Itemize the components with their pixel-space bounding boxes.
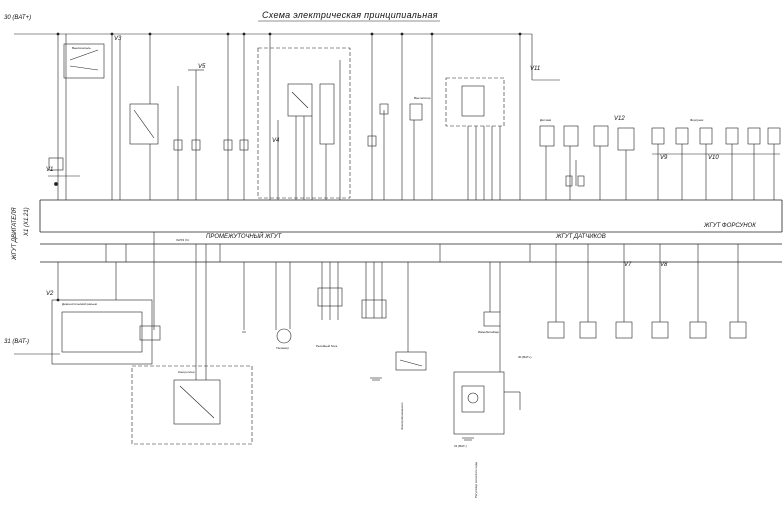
injectors-group-label: Форсунки [690,118,704,122]
connector-main-label: X1 (X1.21) [24,207,30,236]
battery-negative-label: 31 (BAT-) [4,339,30,345]
harness-sensors-label: ЖГУТ ДАТЧИКОВ [556,234,606,240]
node-v11-label: V11 [530,66,541,72]
tachometer-label: Тахометр [276,346,290,350]
ignition-switch-label: Выключатель [72,46,91,50]
sensors-group-label: Датчики [540,118,552,122]
connector-aux-label: X2/X3 X4 [176,238,189,242]
node-v4-label: V4 [272,138,280,144]
harness-engine-label: ЖГУТ ДВИГАТЕЛЯ [12,207,18,260]
bat-plus-small-label: 30 (BAT+) [518,355,532,359]
node-v3-label: V3 [114,36,122,42]
node-v1-label: V1 [46,167,54,173]
diagnostic-connector-label: Диагностический разъем [62,302,97,306]
ecu-label: Контроллер [178,370,195,374]
node-v7-label: V7 [624,262,632,268]
diagram-title: Схема электрическая принципиальная [262,10,438,20]
harness-injectors-label: ЖГУТ ФОРСУНОК [704,223,756,229]
node-v10-label: V10 [708,155,719,161]
node-v8-label: V8 [660,262,668,268]
harness-intermediate-label: ПРОМЕЖУТОЧНЫЙ ЖГУТ [206,234,282,240]
relay-block-label: Релейный блок [316,344,338,348]
node-v12-label: V12 [614,116,625,122]
node-v5-label: V5 [198,64,206,70]
battery-positive-label: 30 (BAT+) [4,15,32,21]
fuel-pump-label: Электробензонасос [400,402,404,430]
idle-regulator-label: Регулятор холостого хода [474,462,478,498]
immobilizer-label: Иммобилайзер [478,330,500,334]
cooling-fan-label: Вентилятор [414,96,431,100]
node-v2-label: V2 [46,291,54,297]
bat-minus-small-label: 31 (BAT-) [454,444,467,448]
node-v9-label: V9 [660,155,668,161]
